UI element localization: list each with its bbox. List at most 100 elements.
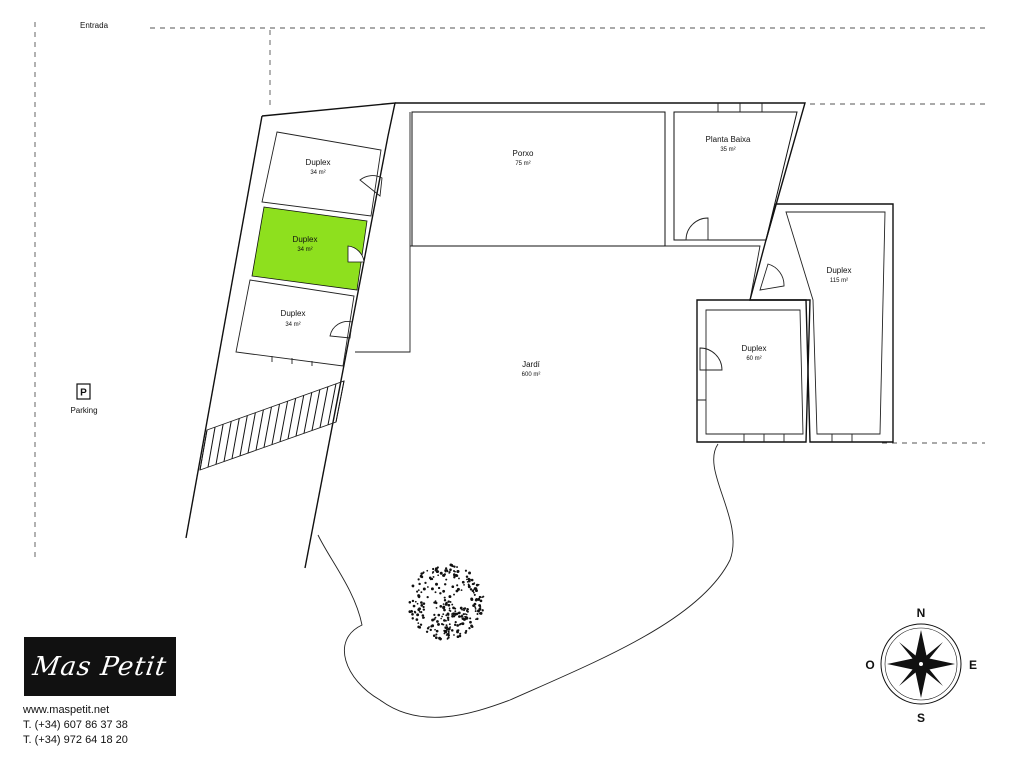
compass-south: S [917, 711, 925, 725]
tree-dot [456, 570, 460, 573]
tree-dot [481, 596, 483, 599]
tree-dot [432, 575, 435, 578]
ramp-stripe [231, 418, 240, 459]
parking[interactable]: P Parking [70, 383, 98, 415]
room-name: Porxo [513, 149, 534, 158]
jardi-garden[interactable]: Jardí 600 m² [317, 360, 734, 718]
tree-dot [463, 583, 465, 586]
tree-dot [456, 629, 459, 632]
tree-dot [452, 606, 455, 610]
compass-west: O [865, 658, 874, 672]
tree-dot [447, 603, 451, 607]
tree-dot [459, 606, 463, 610]
tree-dot [462, 613, 465, 616]
tree-dot [434, 591, 437, 594]
ramp-stripe [327, 383, 337, 425]
tree-dot [478, 607, 482, 611]
tree-dot [422, 602, 426, 605]
tree-dot [447, 630, 450, 633]
tree-dot [454, 570, 456, 573]
tree-dot [474, 610, 477, 613]
tree-dot [414, 600, 417, 603]
tree-dot [474, 587, 478, 591]
tree-dot [408, 600, 412, 604]
tree-dot [422, 572, 425, 574]
tree-dot [476, 612, 479, 615]
tree-dot [434, 600, 437, 603]
room-name: Duplex [293, 235, 318, 244]
tree-dot [447, 618, 450, 622]
tree-dot [418, 607, 421, 611]
ramp [199, 380, 345, 471]
tree-dot [442, 613, 445, 616]
tree-dot [437, 613, 441, 617]
tree-dot [475, 618, 477, 621]
tree-dot [433, 601, 436, 604]
tree-dot [469, 588, 473, 591]
tree-dot [443, 619, 446, 622]
tree-dot [464, 569, 468, 572]
tree-dot [430, 587, 434, 591]
tree-dot [421, 614, 425, 617]
tree-dot [481, 609, 484, 612]
tree-dot [437, 586, 441, 590]
entrance-label: Entrada [80, 21, 109, 30]
tree-dot [411, 617, 414, 620]
tree-dot [442, 573, 446, 577]
tree-dot [472, 583, 475, 586]
porxo-room[interactable]: Porxo 75 m² [411, 111, 666, 247]
tree-dot [448, 609, 451, 612]
tree-dot [433, 613, 436, 616]
tree-dot [477, 598, 481, 601]
website-link[interactable]: www.maspetit.net [23, 704, 110, 716]
tree-dot [459, 632, 462, 635]
tree-dot [451, 629, 454, 632]
tree-dot [422, 587, 426, 591]
ramp-stripe [287, 398, 297, 440]
parking-icon [76, 383, 91, 400]
tree-dot [439, 605, 443, 608]
tree-dot [435, 606, 438, 609]
tree-dot [439, 571, 443, 575]
compass-north: N [917, 606, 926, 620]
tree-dot [442, 606, 445, 609]
tree-dot [434, 616, 437, 619]
tree-dot [456, 584, 459, 587]
room-area: 34 m² [310, 170, 325, 176]
duplex-low-unit[interactable]: Duplex 34 m² [235, 279, 355, 367]
tree-dot [448, 595, 452, 599]
tree-dot [465, 575, 469, 578]
tree-dot [470, 598, 474, 601]
tree-dot [473, 602, 477, 606]
duplex-60-unit[interactable]: Duplex 60 m² [696, 299, 811, 443]
tree-dot [424, 581, 427, 585]
tree-dot [437, 574, 440, 577]
tree-dot [478, 595, 482, 599]
duplex-115-unit[interactable]: Duplex 115 m² [749, 203, 894, 443]
tree-dot [470, 578, 474, 582]
duplex-mid-unit[interactable]: Duplex 34 m² [251, 206, 368, 291]
tree-dot [432, 634, 436, 637]
ramp-stripe [255, 409, 264, 451]
duplex-top-unit[interactable]: Duplex 34 m² [261, 131, 383, 217]
tree-dot [454, 620, 457, 624]
tree-dot [441, 623, 444, 626]
tree-dot [420, 604, 424, 607]
tree-dot [447, 600, 450, 603]
tree-dot [468, 578, 471, 582]
tree-dot [453, 576, 456, 579]
tree-dot [454, 610, 457, 613]
tree-dot [469, 617, 472, 620]
room-name: Duplex [281, 309, 306, 318]
tree-dot [408, 610, 412, 614]
brand-logo[interactable]: Mas Petit [24, 637, 176, 696]
tree-dot [442, 589, 446, 593]
planta-baixa-room[interactable]: Planta Baixa 35 m² [673, 103, 798, 241]
tree-dot [466, 580, 469, 583]
tree-dot [451, 603, 454, 606]
ramp-stripe [247, 412, 256, 454]
tree-dot [472, 591, 475, 594]
tree-dot [437, 570, 440, 573]
tree-dot [466, 578, 468, 581]
tree-dot [422, 616, 425, 619]
